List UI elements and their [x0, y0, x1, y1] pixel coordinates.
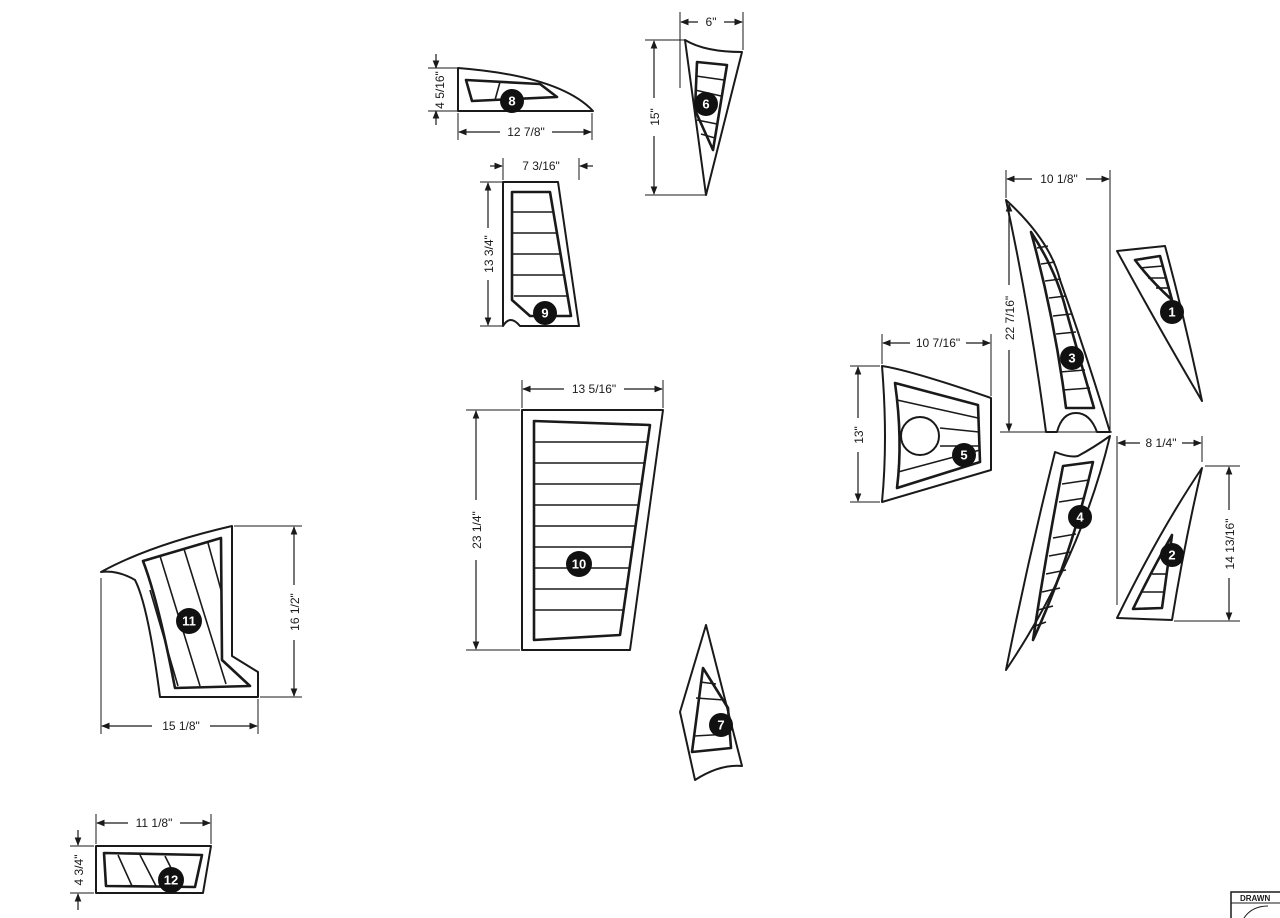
svg-text:14 13/16": 14 13/16"	[1223, 519, 1237, 570]
piece-number-2: 2	[1168, 548, 1175, 563]
piece-number-12: 12	[164, 873, 178, 888]
piece-number-6: 6	[702, 97, 709, 112]
svg-text:8 1/4": 8 1/4"	[1146, 436, 1177, 450]
pad-piece-11: 11	[100, 525, 259, 698]
dim-piece-8-height: 4 5/16"	[428, 54, 458, 125]
piece-number-11: 11	[182, 614, 196, 629]
svg-text:16 1/2": 16 1/2"	[288, 593, 302, 631]
dim-piece-6-height: 15"	[645, 39, 706, 196]
piece-number-4: 4	[1076, 510, 1084, 525]
pad-piece-4: 4	[1005, 435, 1111, 671]
svg-text:12 7/8": 12 7/8"	[507, 125, 545, 139]
dim-piece-5-width: 10 7/16"	[881, 334, 992, 396]
dim-piece-8-width: 12 7/8"	[457, 113, 593, 140]
pad-piece-8: 8	[457, 67, 594, 113]
dim-piece-3-height: 22 7/16"	[1000, 203, 1112, 433]
svg-text:10 1/8": 10 1/8"	[1040, 172, 1078, 186]
dim-piece-3-width: 10 1/8"	[1005, 170, 1111, 432]
dim-piece-9-width: 7 3/16"	[490, 158, 593, 180]
dim-piece-6-width: 6"	[679, 12, 744, 88]
title-block: DRAWN	[1230, 891, 1280, 918]
dim-piece-10-width: 13 5/16"	[521, 380, 664, 408]
pad-piece-7: 7	[679, 624, 743, 781]
svg-text:13": 13"	[852, 426, 866, 444]
pad-piece-3: 3	[1005, 199, 1111, 433]
pad-piece-5: 5	[881, 365, 992, 503]
piece-number-10: 10	[572, 557, 586, 572]
piece-number-3: 3	[1068, 351, 1075, 366]
dim-piece-9-height: 13 3/4"	[480, 181, 503, 327]
piece-number-9: 9	[541, 306, 548, 321]
piece-number-5: 5	[960, 448, 967, 463]
svg-text:7 3/16": 7 3/16"	[522, 159, 560, 173]
pad-piece-9: 9	[502, 181, 580, 327]
piece-number-7: 7	[717, 718, 724, 733]
svg-text:6": 6"	[706, 15, 717, 29]
svg-text:13 3/4": 13 3/4"	[482, 235, 496, 273]
dim-piece-11-height: 16 1/2"	[234, 525, 302, 698]
dim-piece-2-width: 8 1/4"	[1116, 436, 1203, 605]
pad-piece-6: 6	[684, 39, 743, 196]
svg-text:15 1/8": 15 1/8"	[162, 719, 200, 733]
svg-text:13 5/16": 13 5/16"	[572, 382, 616, 396]
piece-number-8: 8	[508, 94, 515, 109]
dim-piece-11-width: 15 1/8"	[100, 578, 259, 734]
svg-text:4 3/4": 4 3/4"	[72, 855, 86, 886]
piece-number-1: 1	[1168, 305, 1175, 320]
dim-piece-5-height: 13"	[850, 365, 880, 503]
dim-piece-10-height: 23 1/4"	[466, 409, 520, 651]
svg-text:22 7/16": 22 7/16"	[1003, 296, 1017, 340]
dim-piece-12-height: 4 3/4"	[70, 830, 94, 910]
svg-text:23 1/4": 23 1/4"	[470, 511, 484, 549]
dim-piece-12-width: 11 1/8"	[95, 814, 212, 844]
svg-text:11 1/8": 11 1/8"	[136, 816, 173, 830]
svg-text:4 5/16": 4 5/16"	[433, 71, 447, 109]
pad-piece-12: 12	[95, 845, 212, 894]
svg-text:15": 15"	[648, 108, 662, 126]
dim-piece-2-height: 14 13/16"	[1174, 465, 1240, 622]
title-block-label: DRAWN	[1240, 894, 1270, 903]
svg-text:10 7/16": 10 7/16"	[916, 336, 960, 350]
pad-piece-2: 2	[1116, 467, 1203, 621]
pad-piece-10: 10	[521, 409, 664, 651]
pad-piece-1: 1	[1116, 245, 1203, 402]
